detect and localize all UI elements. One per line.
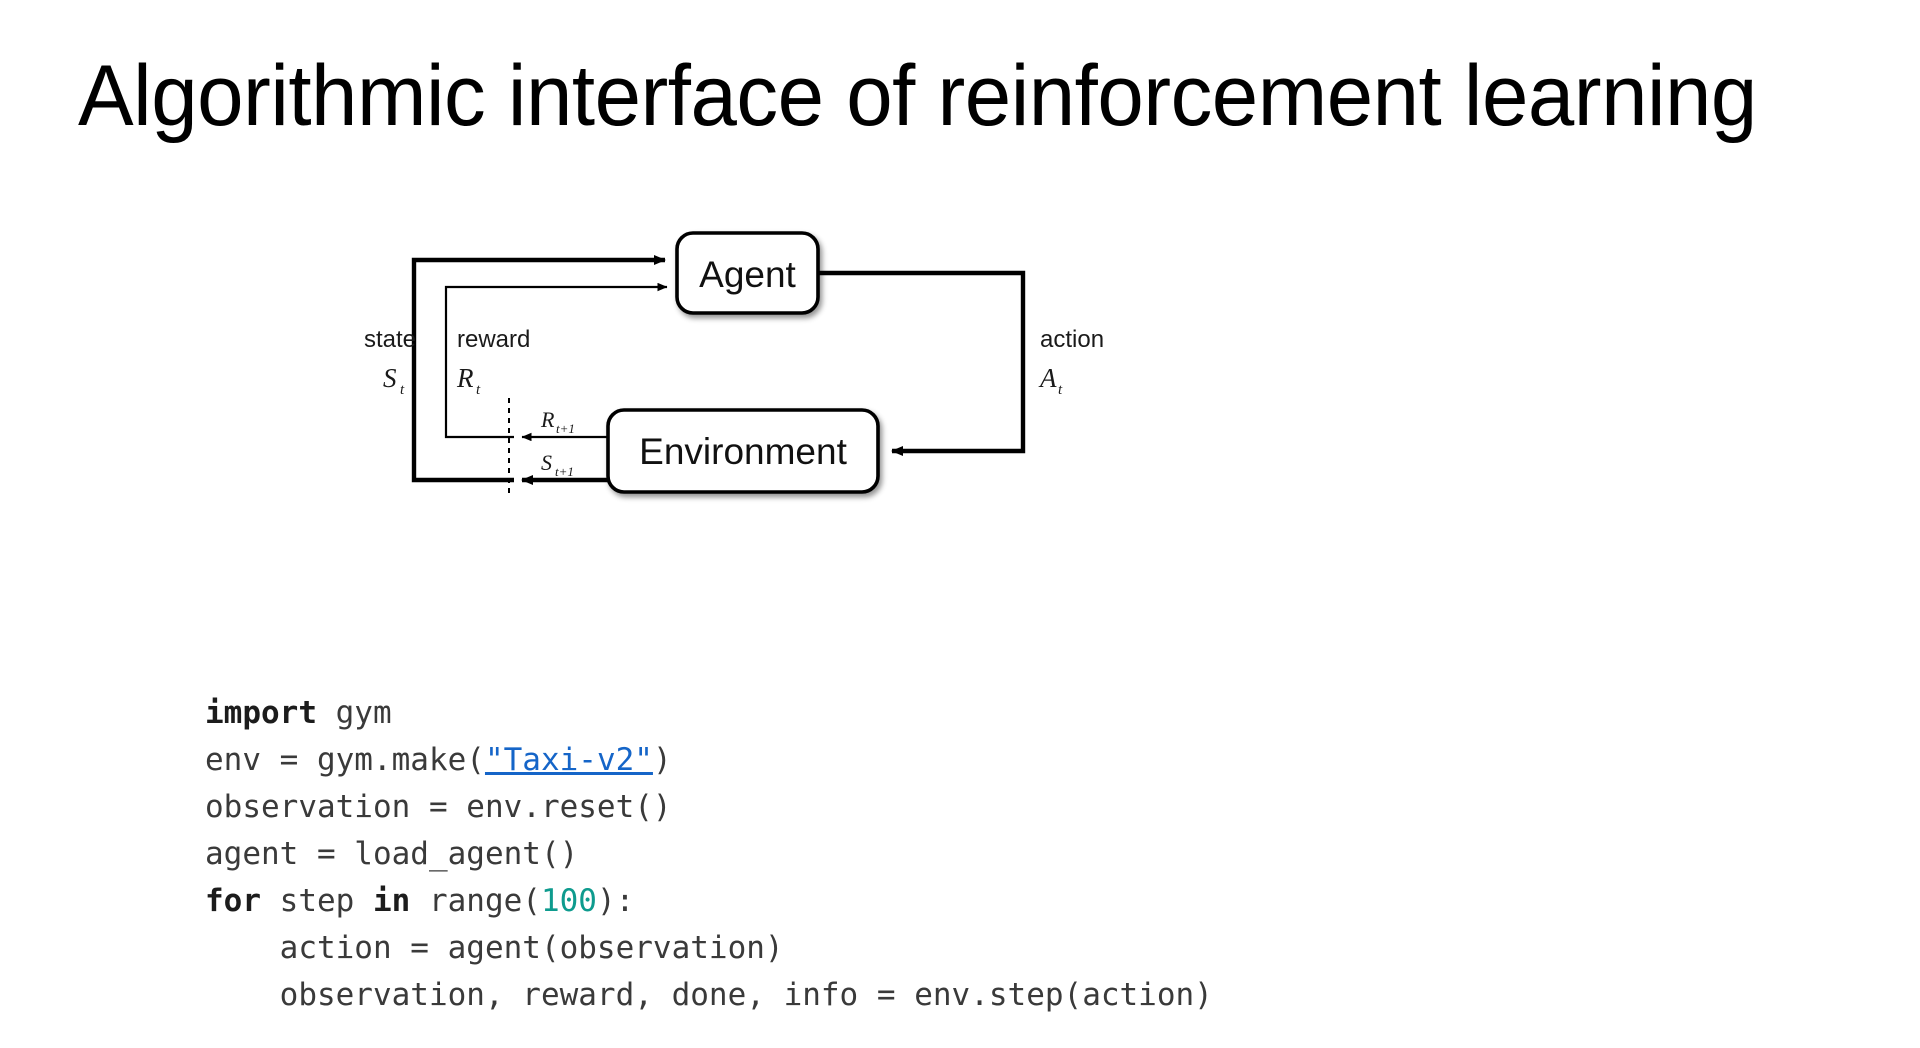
- code-keyword: import: [205, 695, 317, 731]
- reward-edge: [444, 282, 668, 439]
- next-reward-symbol: R: [540, 407, 555, 432]
- agent-label: Agent: [699, 254, 796, 295]
- page-title: Algorithmic interface of reinforcement l…: [78, 48, 1757, 144]
- code-text: range(: [410, 883, 541, 919]
- code-line: import gym: [205, 690, 1213, 737]
- state-edge: [411, 255, 666, 483]
- state-subscript: t: [400, 382, 405, 398]
- environment-label: Environment: [639, 431, 847, 472]
- action-symbol: A: [1038, 363, 1057, 393]
- environment-node: Environment: [606, 408, 880, 494]
- next-state-symbol: S: [541, 450, 552, 475]
- reward-word: reward: [457, 326, 530, 353]
- action-edge: [818, 270, 1026, 456]
- code-line: observation, reward, done, info = env.st…: [205, 972, 1213, 1019]
- reward-edge-label: reward R t: [456, 326, 530, 398]
- code-text: observation = env.reset(): [205, 789, 672, 825]
- state-symbol: S: [383, 363, 397, 393]
- code-text: agent = load_agent(): [205, 836, 579, 872]
- next-state-subscript: t+1: [555, 464, 574, 479]
- next-reward-subscript: t+1: [556, 421, 575, 436]
- code-text: observation, reward, done, info = env.st…: [205, 977, 1213, 1013]
- code-text: env = gym.make(: [205, 742, 485, 778]
- code-line: agent = load_agent(): [205, 831, 1213, 878]
- code-line: for step in range(100):: [205, 878, 1213, 925]
- code-text: ):: [596, 883, 635, 919]
- code-text: step: [261, 883, 373, 919]
- reinforcement-learning-diagram: Agent Environment state S t reward R: [364, 215, 1155, 525]
- action-edge-label: action A t: [1038, 326, 1104, 398]
- action-subscript: t: [1058, 382, 1063, 398]
- environment-box: [606, 408, 880, 494]
- code-line: action = agent(observation): [205, 925, 1213, 972]
- reward-symbol: R: [456, 363, 474, 393]
- action-word: action: [1040, 326, 1104, 353]
- reward-subscript: t: [476, 382, 481, 398]
- code-line: env = gym.make("Taxi-v2"): [205, 737, 1213, 784]
- next-reward-edge-label: R t+1: [540, 407, 575, 436]
- code-text: ): [652, 742, 672, 778]
- state-edge-label: state S t: [364, 326, 416, 398]
- code-string-link[interactable]: "Taxi-v2": [484, 742, 653, 778]
- code-text: gym: [316, 695, 392, 731]
- code-number: 100: [540, 883, 597, 919]
- code-text: action = agent(observation): [205, 930, 784, 966]
- code-line: observation = env.reset(): [205, 784, 1213, 831]
- agent-node: Agent: [675, 231, 820, 315]
- code-keyword: in: [372, 883, 411, 919]
- next-state-edge-label: S t+1: [541, 450, 574, 479]
- code-keyword: for: [205, 883, 261, 919]
- state-word: state: [364, 326, 416, 353]
